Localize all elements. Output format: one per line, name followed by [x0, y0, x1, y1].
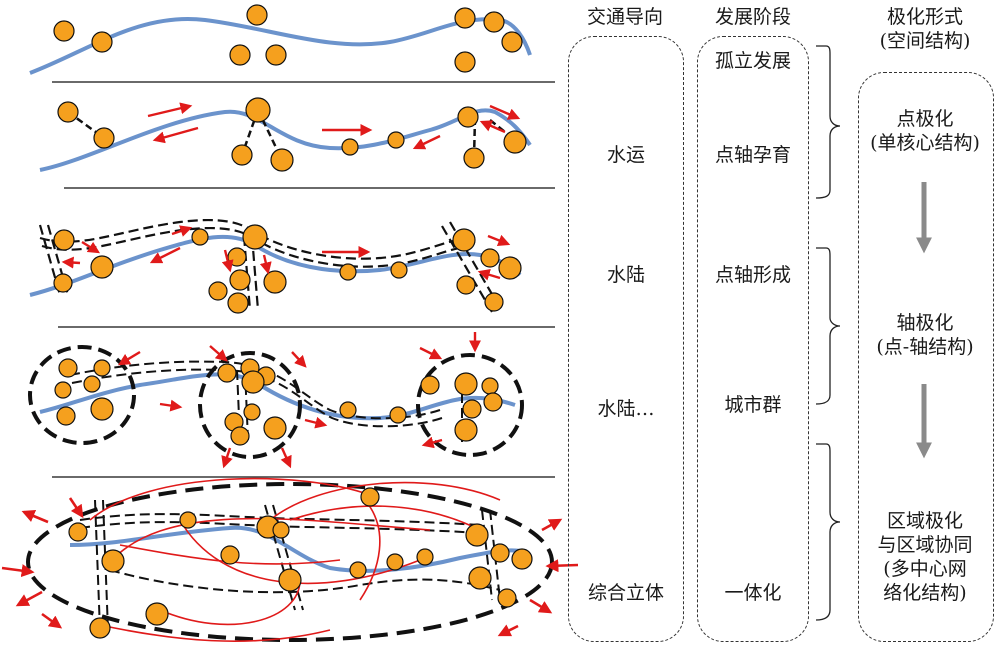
form-regional-line3: (多中心网 — [883, 558, 967, 580]
stage-label-4: 城市群 — [724, 394, 782, 416]
stage-column-box — [697, 36, 809, 642]
stage-isolated-panel — [29, 4, 532, 75]
transport-column-box — [568, 36, 684, 642]
stage-label-1: 孤立发展 — [714, 50, 791, 72]
row-separators — [52, 81, 555, 478]
stage-label-3: 点轴形成 — [714, 264, 791, 286]
form-header-line1: 极化形式 — [886, 6, 963, 28]
form-column-box — [858, 72, 994, 642]
stage-label-5: 一体化 — [724, 582, 782, 604]
transport-mode-2: 水陆 — [606, 264, 645, 286]
stage-braces — [815, 45, 841, 621]
stage-integration-panel — [1, 477, 579, 642]
form-regional-line1: 区域极化 — [886, 510, 963, 532]
stage-urban-agglomeration-panel — [28, 332, 524, 469]
city-nodes — [53, 4, 523, 73]
form-axis-line1: 轴极化 — [896, 312, 954, 334]
stage-label-2: 点轴孕育 — [714, 144, 791, 166]
river — [39, 372, 516, 421]
stage-header: 发展阶段 — [714, 6, 791, 28]
form-axis-line2: (点-轴结构) — [876, 336, 974, 358]
river — [69, 525, 526, 573]
form-regional-line4: 络化结构) — [883, 582, 967, 604]
transport-mode-4: 综合立体 — [587, 582, 664, 604]
river — [39, 108, 532, 172]
stage-axis-incubation-panel — [39, 97, 532, 172]
form-point-line1: 点极化 — [896, 108, 954, 130]
form-point-line2: (单核心结构) — [870, 132, 980, 154]
river — [29, 234, 522, 297]
transport-mode-3: 水陆… — [597, 398, 655, 420]
transport-header: 交通导向 — [586, 6, 663, 28]
stage-axis-formation-panel — [29, 218, 522, 314]
form-regional-line2: 与区域协同 — [877, 534, 973, 556]
transport-mode-1: 水运 — [606, 144, 645, 166]
form-header-line2: (空间结构) — [879, 30, 971, 52]
